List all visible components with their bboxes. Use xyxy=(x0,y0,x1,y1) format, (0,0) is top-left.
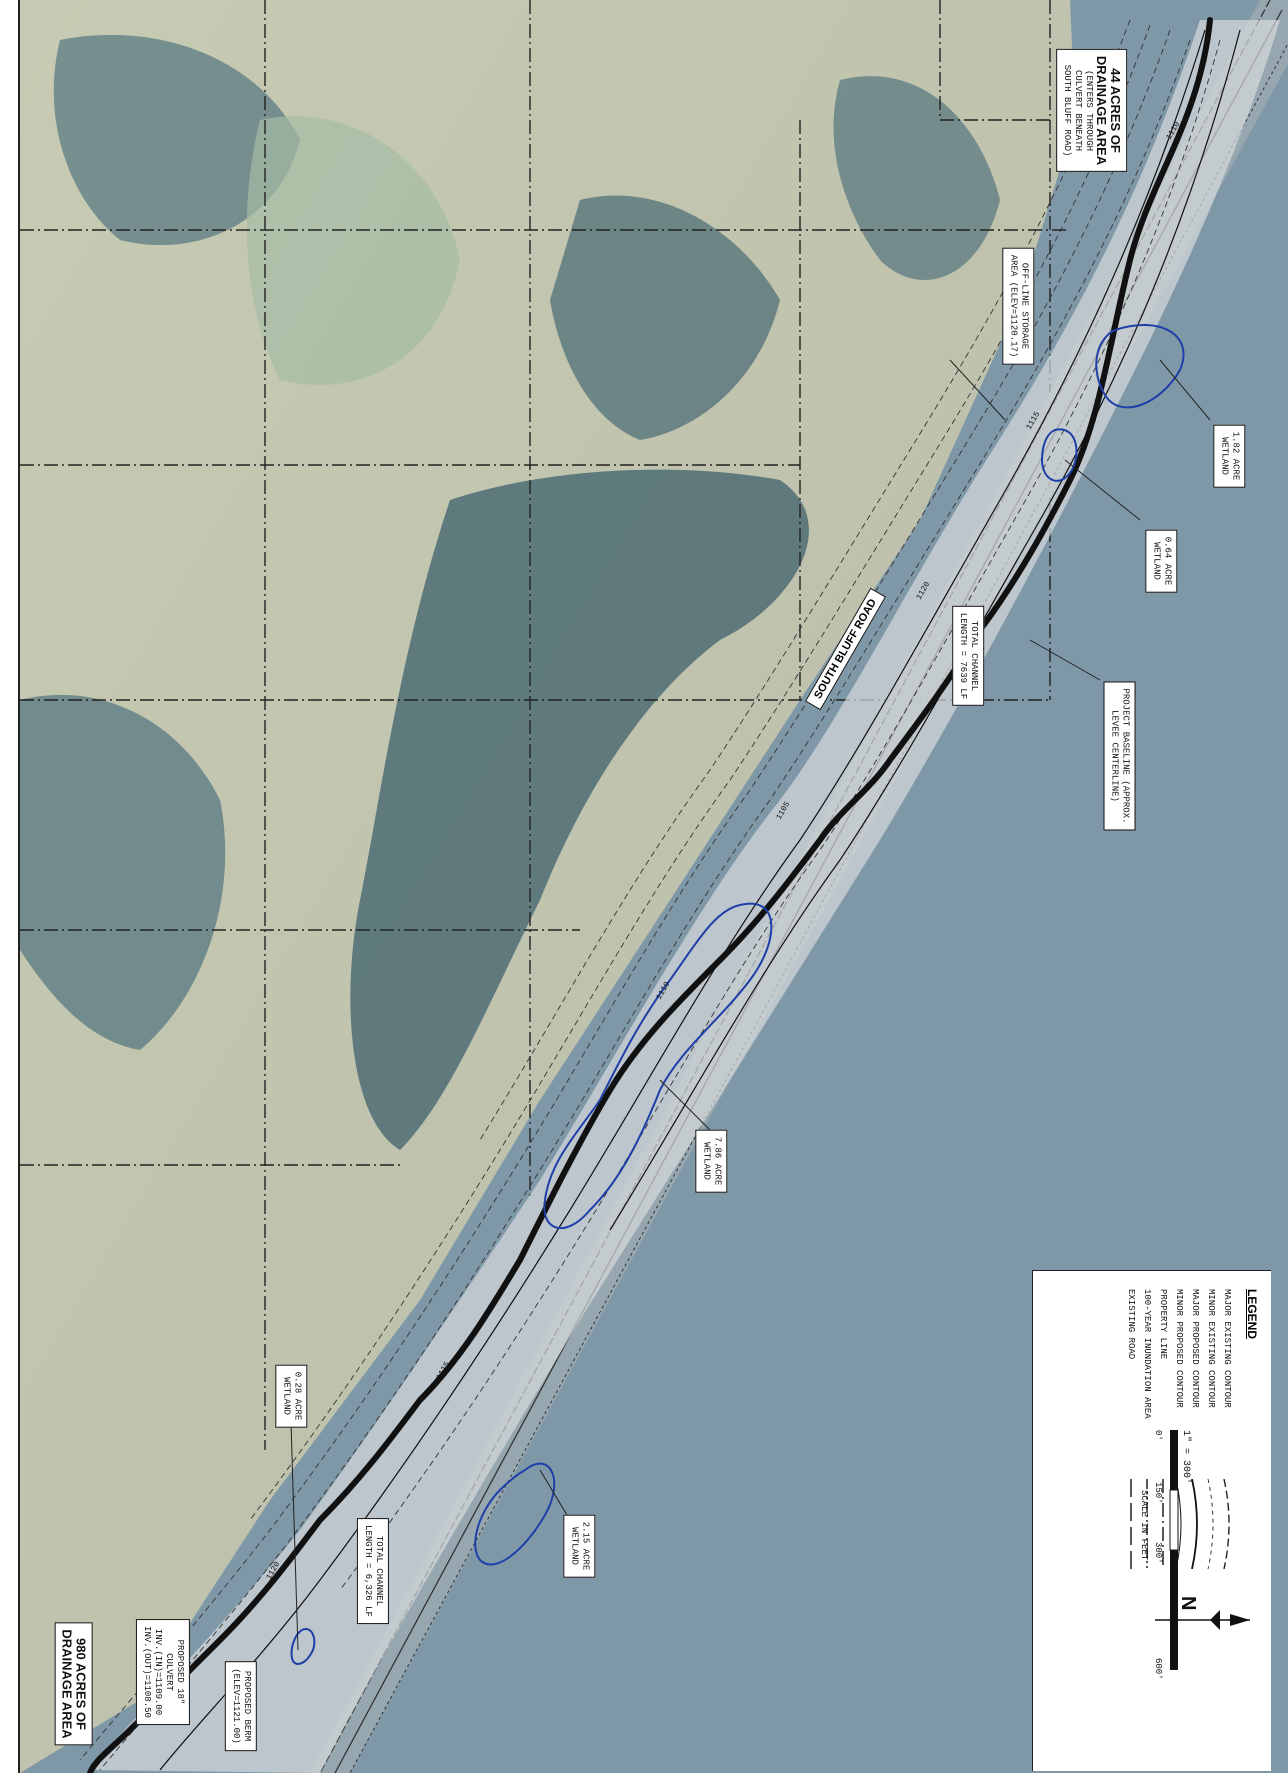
label-text: PROPOSED 18" xyxy=(174,1639,185,1705)
label-text: OFF-LINE STORAGE xyxy=(1019,262,1030,350)
label-text: TOTAL CHANNEL xyxy=(373,1535,384,1607)
label-text: 7.86 ACRE xyxy=(712,1136,723,1186)
label-text: 2.15 ACRE xyxy=(580,1521,591,1571)
scale-bar: 1" = 300' 0' 150' 300' 600' SCALE IN FEE… xyxy=(1139,1430,1192,1680)
label-text: 0.64 ACRE xyxy=(1162,536,1173,586)
label-text: CULVERT BENEATH xyxy=(1073,69,1084,151)
label-text: INV.(IN)=1109.00 xyxy=(152,1628,163,1716)
label-text: 980 ACRES OF xyxy=(73,1638,89,1730)
scale-tick: 0' xyxy=(1153,1430,1163,1441)
legend-swatch xyxy=(1207,1479,1214,1569)
scale-tick: 600' xyxy=(1153,1658,1163,1680)
label-text: PROJECT BASELINE (APPROX. xyxy=(1120,688,1131,824)
label-proposed-berm: PROPOSED BERM (ELEV=1121.00) xyxy=(224,1661,257,1751)
scale-tick: 150' xyxy=(1153,1482,1163,1504)
label-text: LENGTH = 7639 LF xyxy=(958,612,969,700)
label-text: WETLAND xyxy=(1219,437,1230,475)
scale-tick: 300' xyxy=(1153,1542,1163,1564)
label-text: TOTAL CHANNEL xyxy=(969,620,980,692)
label-text: DRAINAGE AREA xyxy=(1094,55,1110,166)
legend-panel: LEGEND MAJOR EXISTING CONTOUR MINOR EXIS… xyxy=(1032,1270,1271,1771)
wetlands xyxy=(290,324,1185,1665)
label-wetland-028: 0.28 ACRE WETLAND xyxy=(275,1364,308,1428)
label-text: (ELEV=1121.00) xyxy=(230,1668,241,1744)
legend-row-property-line: PROPERTY LINE xyxy=(1155,1289,1171,1729)
label-drainage-top: 44 ACRES OF DRAINAGE AREA (ENTERS THROUG… xyxy=(1056,48,1128,173)
label-channel-bottom: TOTAL CHANNEL LENGTH = 6,326 LF xyxy=(356,1518,389,1624)
label-text: PROPOSED BERM xyxy=(241,1670,252,1742)
label-channel-top: TOTAL CHANNEL LENGTH = 7639 LF xyxy=(952,605,985,707)
label-text: WETLAND xyxy=(1151,542,1162,580)
label-text: LEVEE CENTERLINE) xyxy=(1109,710,1120,802)
legend-row-inundation: 100-YEAR INUNDATION AREA xyxy=(1139,1289,1155,1729)
label-text: LENGTH = 6,326 LF xyxy=(362,1525,373,1617)
tree-mass-3 xyxy=(833,76,1000,280)
label-text: CULVERT xyxy=(163,1653,174,1691)
legend-swatch xyxy=(1130,1479,1132,1569)
upland-terrain xyxy=(20,0,1075,1773)
legend-swatch xyxy=(1162,1479,1164,1569)
label-text: 44 ACRES OF xyxy=(1108,68,1124,153)
inundation-area xyxy=(90,20,1280,1773)
label-text: SOUTH BLUFF ROAD) xyxy=(1062,64,1073,157)
label-wetland-064: 0.64 ACRE WETLAND xyxy=(1145,529,1178,593)
north-letter: N xyxy=(1177,1596,1199,1610)
tree-mass-1 xyxy=(350,469,809,1150)
legend-row-major-proposed: MAJOR PROPOSED CONTOUR xyxy=(1187,1289,1203,1729)
label-culvert: PROPOSED 18" CULVERT INV.(IN)=1109.00 IN… xyxy=(135,1619,190,1725)
label-text: INV.(OUT)=1108.50 xyxy=(141,1626,152,1718)
legend-swatch xyxy=(1191,1479,1198,1569)
scale-caption: SCALE IN FEET xyxy=(1139,1490,1149,1561)
legend-row-existing-road: EXISTING ROAD xyxy=(1123,1289,1139,1729)
green-field xyxy=(246,116,460,385)
legend-swatch xyxy=(1146,1479,1148,1569)
scale-ratio: 1" = 300' xyxy=(1180,1430,1192,1484)
label-text: (ENTERS THROUGH xyxy=(1084,69,1095,151)
label-wetland-786: 7.86 ACRE WETLAND xyxy=(695,1129,728,1193)
leader-lines xyxy=(289,359,1211,1651)
label-project-baseline: PROJECT BASELINE (APPROX. LEVEE CENTERLI… xyxy=(1103,681,1136,831)
label-text: DRAINAGE AREA xyxy=(59,1629,75,1739)
north-arrow-icon: N xyxy=(1155,1596,1250,1630)
label-text: WETLAND xyxy=(281,1377,292,1415)
legend-row-minor-existing: MINOR EXISTING CONTOUR xyxy=(1203,1289,1219,1729)
existing-contours xyxy=(79,19,1221,1771)
label-text: AREA (ELEV=1120.17) xyxy=(1008,254,1019,358)
tree-mass-5 xyxy=(53,34,300,246)
label-text: 1.82 ACRE xyxy=(1230,431,1241,481)
label-wetland-182: 1.82 ACRE WETLAND xyxy=(1213,424,1246,488)
label-offline-storage: OFF-LINE STORAGE AREA (ELEV=1120.17) xyxy=(1002,247,1035,365)
property-lines xyxy=(20,0,1070,1450)
proposed-channel xyxy=(87,17,1213,1773)
label-wetland-215: 2.15 ACRE WETLAND xyxy=(563,1514,596,1578)
label-text: 0.28 ACRE xyxy=(292,1371,303,1421)
tree-mass-2 xyxy=(550,195,780,440)
tree-mass-4 xyxy=(20,694,226,1050)
label-text: WETLAND xyxy=(701,1142,712,1180)
label-text: WETLAND xyxy=(569,1527,580,1565)
label-drainage-bottom: 980 ACRES OF DRAINAGE AREA xyxy=(54,1622,93,1746)
